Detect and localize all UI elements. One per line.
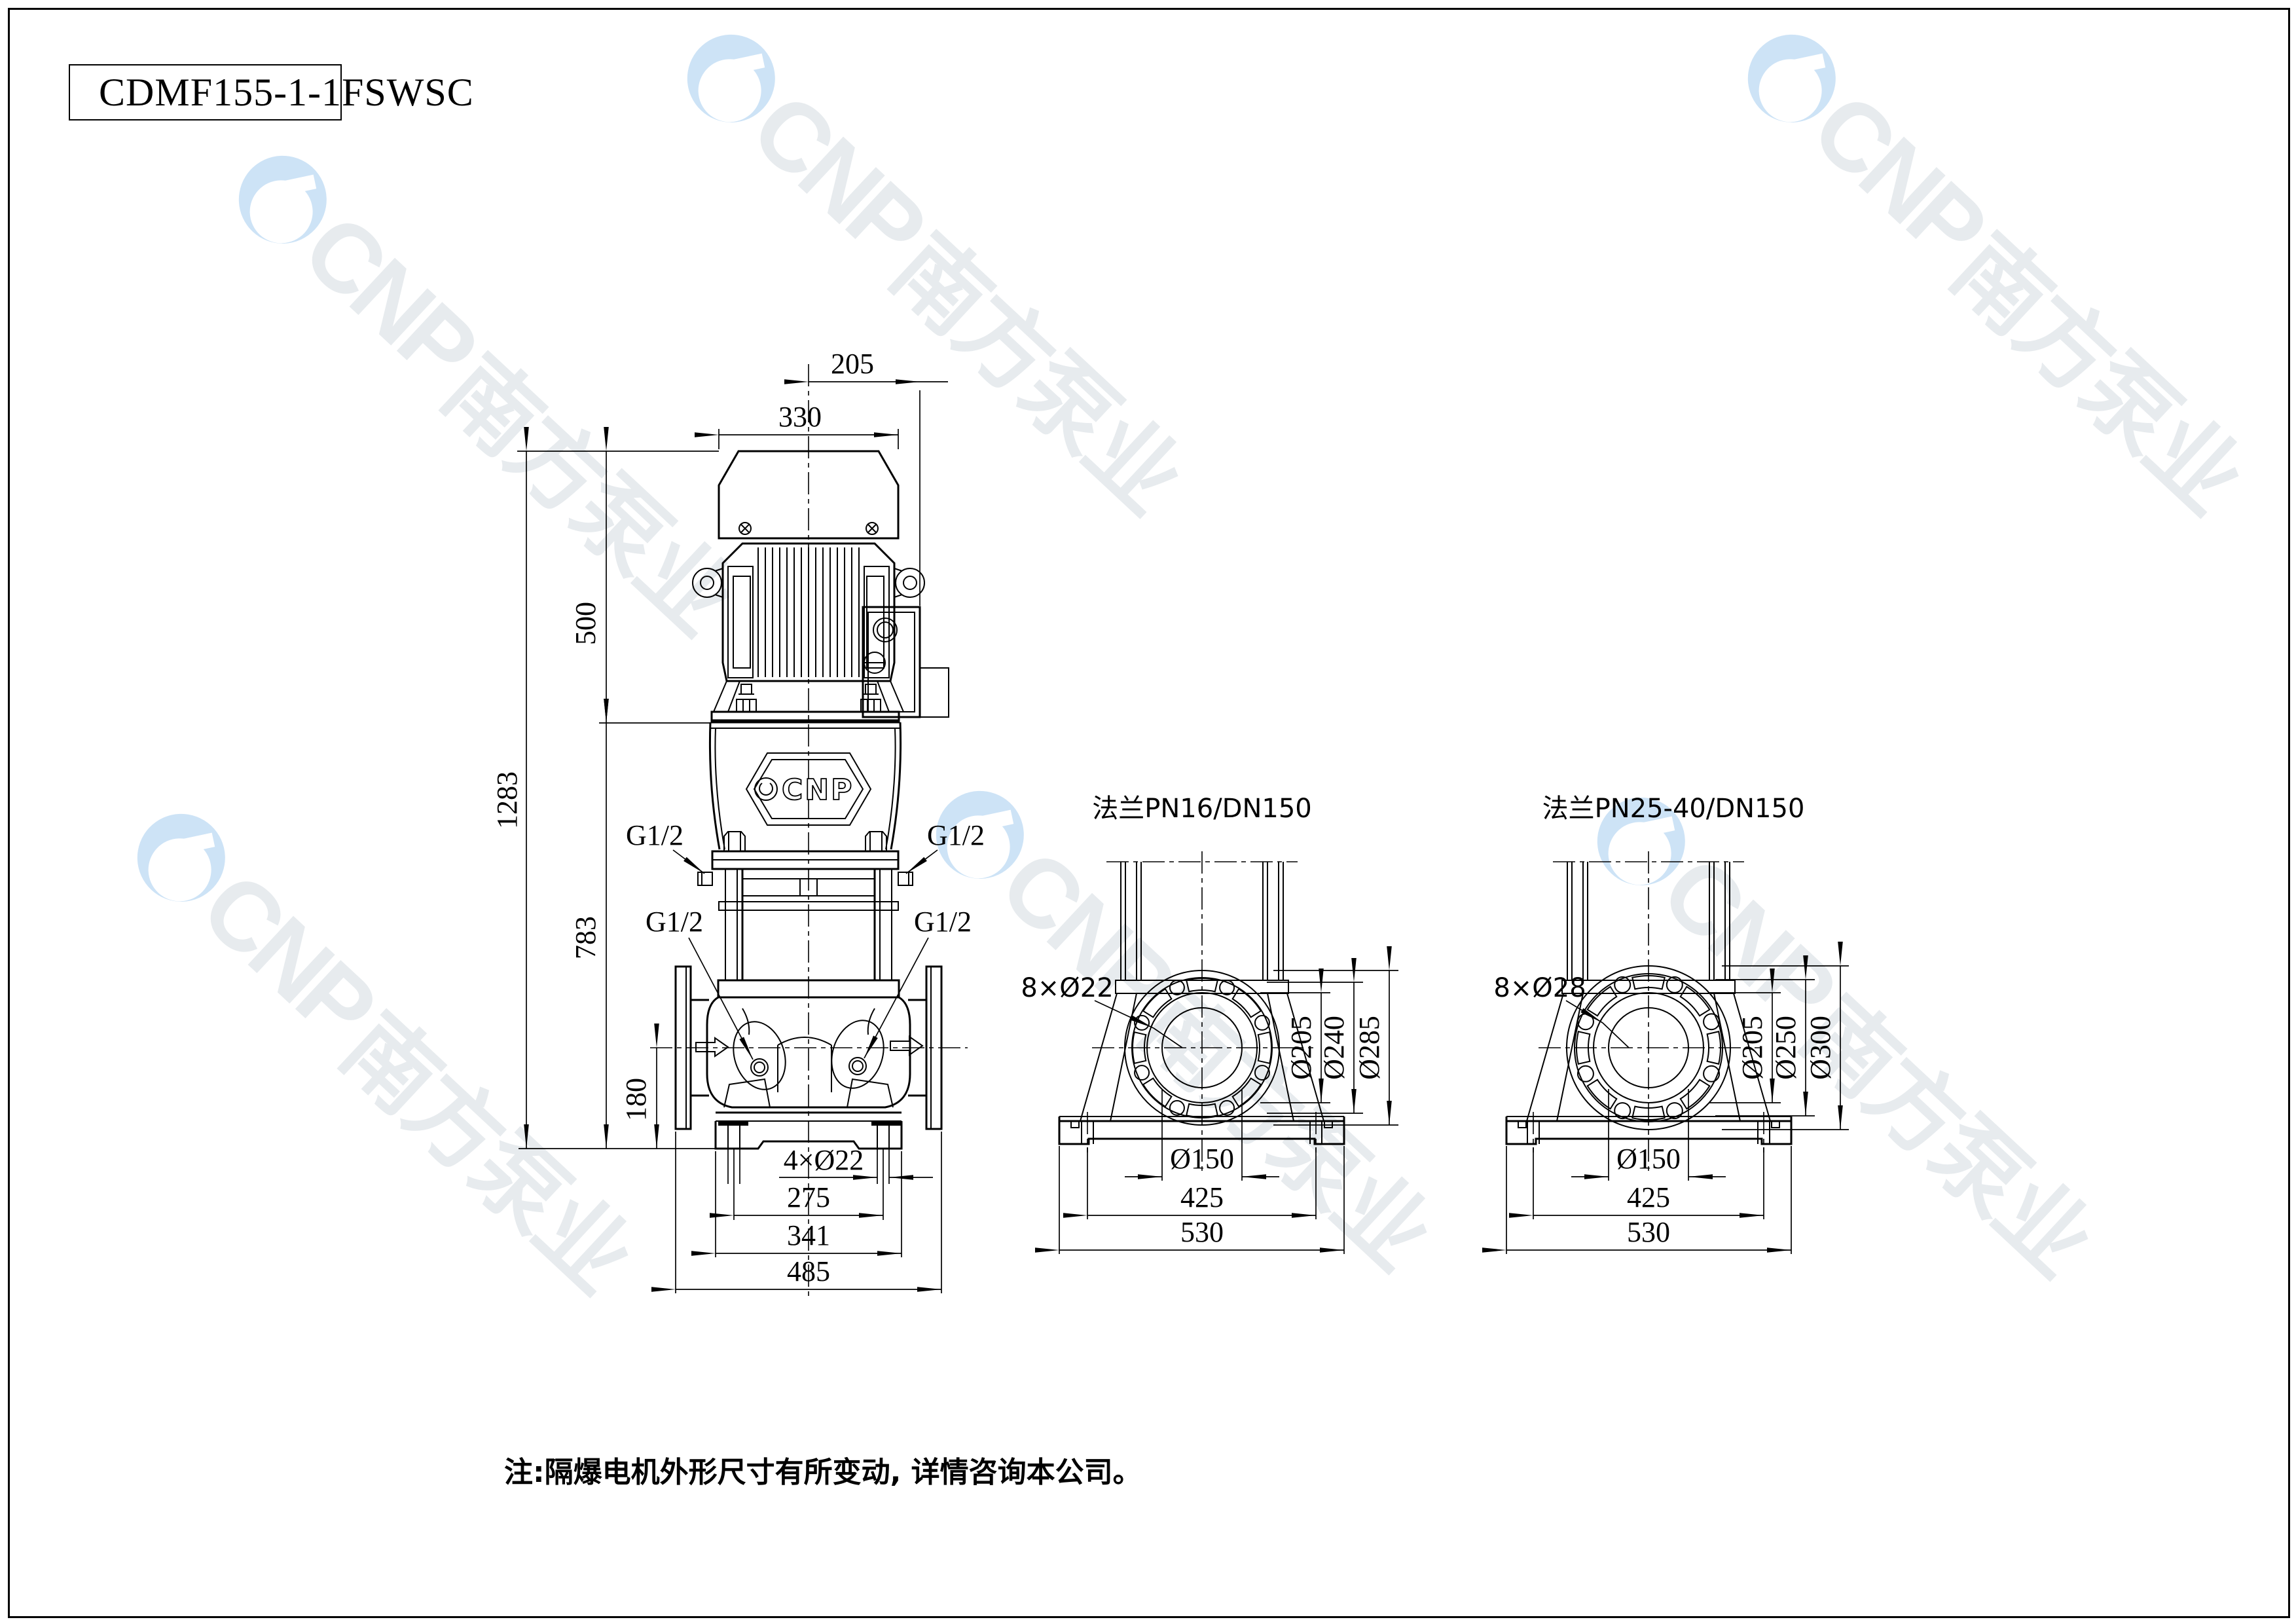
svg-text:8×Ø28: 8×Ø28 (1493, 973, 1586, 1003)
svg-text:485: 485 (787, 1255, 830, 1287)
svg-text:Ø205: Ø205 (1285, 1016, 1317, 1080)
svg-text:783: 783 (570, 916, 602, 959)
svg-text:341: 341 (787, 1219, 830, 1251)
svg-text:425: 425 (1627, 1181, 1670, 1213)
svg-text:G1/2: G1/2 (626, 819, 683, 851)
note-text: 注:隔爆电机外形尺寸有所变动, 详情咨询本公司。 (504, 1456, 1142, 1489)
svg-text:205: 205 (831, 348, 874, 380)
svg-text:330: 330 (778, 401, 822, 433)
svg-text:530: 530 (1627, 1216, 1670, 1248)
svg-text:425: 425 (1180, 1181, 1224, 1213)
flange-view-pn25: 法兰PN25-40/DN150 8×Ø28 Ø205 (1482, 794, 1849, 1254)
svg-text:法兰PN16/DN150: 法兰PN16/DN150 (1092, 794, 1312, 824)
svg-text:Ø285: Ø285 (1353, 1016, 1385, 1080)
svg-text:275: 275 (787, 1181, 830, 1213)
page-border (8, 8, 2290, 1618)
svg-text:530: 530 (1180, 1216, 1224, 1248)
svg-text:180: 180 (620, 1078, 652, 1121)
svg-text:Ø300: Ø300 (1804, 1016, 1836, 1080)
svg-text:Ø240: Ø240 (1318, 1016, 1350, 1080)
motor-fins (757, 547, 860, 677)
svg-text:Ø150: Ø150 (1170, 1143, 1234, 1175)
model-code: CDMF155-1-1FSWSC (99, 70, 474, 114)
svg-text:G1/2: G1/2 (914, 906, 972, 938)
svg-text:Ø205: Ø205 (1736, 1016, 1768, 1080)
front-view: CNP (491, 348, 985, 1300)
svg-text:4×Ø22: 4×Ø22 (784, 1144, 864, 1176)
svg-text:500: 500 (570, 602, 602, 645)
svg-text:Ø150: Ø150 (1616, 1143, 1681, 1175)
svg-text:1283: 1283 (491, 771, 523, 829)
flange-view-pn16: 法兰PN16/DN150 8×Ø22 (1021, 794, 1398, 1254)
svg-text:CNP: CNP (782, 773, 854, 807)
svg-text:G1/2: G1/2 (646, 906, 703, 938)
svg-text:8×Ø22: 8×Ø22 (1021, 973, 1113, 1003)
svg-text:Ø250: Ø250 (1770, 1016, 1802, 1080)
svg-text:法兰PN25-40/DN150: 法兰PN25-40/DN150 (1542, 794, 1805, 824)
svg-text:G1/2: G1/2 (927, 819, 985, 851)
title-box: CDMF155-1-1FSWSC (69, 64, 473, 120)
